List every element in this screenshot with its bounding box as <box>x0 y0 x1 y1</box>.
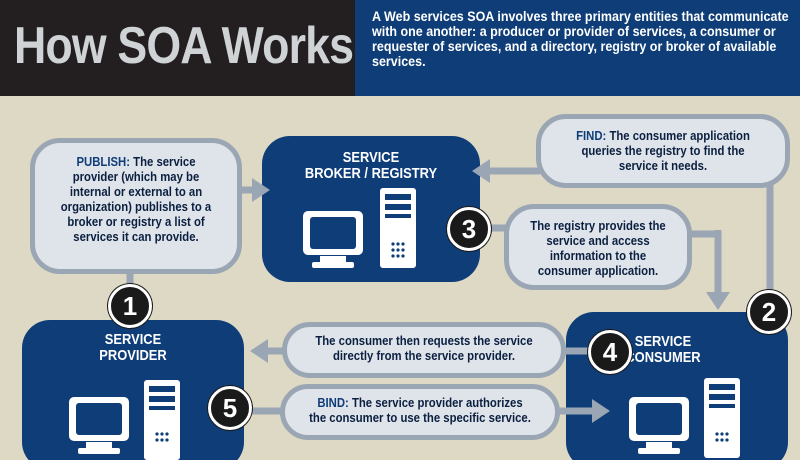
request-text: The consumer then requests the service d… <box>315 334 533 363</box>
service-provider-box: SERVICE PROVIDER <box>22 320 244 460</box>
broker-title-line1: SERVICE <box>342 149 400 166</box>
registry-provides-bubble: The registry provides the service and ac… <box>504 204 692 290</box>
bind-keyword: BIND: <box>317 396 349 410</box>
service-broker-registry-box: SERVICE BROKER / REGISTRY <box>262 136 480 282</box>
consumer-title-line2: CONSUMER <box>625 349 701 366</box>
find-text: The consumer application queries the reg… <box>581 129 750 173</box>
provider-title-line1: SERVICE <box>104 331 162 348</box>
step-4-badge: 4 <box>588 330 632 374</box>
server-tower-icon <box>144 380 180 460</box>
publish-keyword: PUBLISH: <box>76 155 130 169</box>
step-2-badge: 2 <box>747 290 791 334</box>
publish-bubble: PUBLISH: The service provider (which may… <box>30 138 242 274</box>
broker-title-line2: BROKER / REGISTRY <box>304 165 438 182</box>
publish-text: The service provider (which may be inter… <box>60 155 212 244</box>
request-bubble: The consumer then requests the service d… <box>282 322 566 378</box>
broker-title: SERVICE BROKER / REGISTRY <box>277 150 464 182</box>
computer-monitor-icon <box>67 395 131 454</box>
server-tower-icon <box>704 378 740 458</box>
server-tower-icon <box>380 188 416 268</box>
page-title: How SOA Works <box>14 17 354 75</box>
computer-monitor-icon <box>627 395 691 454</box>
header-description: A Web services SOA involves three primar… <box>372 9 789 69</box>
provider-title-line2: PROVIDER <box>99 347 167 364</box>
title-banner: How SOA Works <box>0 0 355 96</box>
find-keyword: FIND: <box>576 129 607 143</box>
step-5-badge: 5 <box>208 386 252 430</box>
provider-title: SERVICE PROVIDER <box>38 332 229 364</box>
computer-monitor-icon <box>301 209 365 268</box>
bind-bubble: BIND: The service provider authorizes th… <box>280 384 560 440</box>
consumer-title-line1: SERVICE <box>634 333 692 350</box>
step-3-badge: 3 <box>447 207 491 251</box>
bind-text: The service provider authorizes the cons… <box>309 396 531 425</box>
step-1-badge: 1 <box>108 284 152 328</box>
consumer-title: SERVICE CONSUMER <box>599 334 728 366</box>
description-banner: A Web services SOA involves three primar… <box>355 0 800 96</box>
registry-provides-text: The registry provides the service and ac… <box>530 219 666 278</box>
find-bubble: FIND: The consumer application queries t… <box>536 114 790 188</box>
